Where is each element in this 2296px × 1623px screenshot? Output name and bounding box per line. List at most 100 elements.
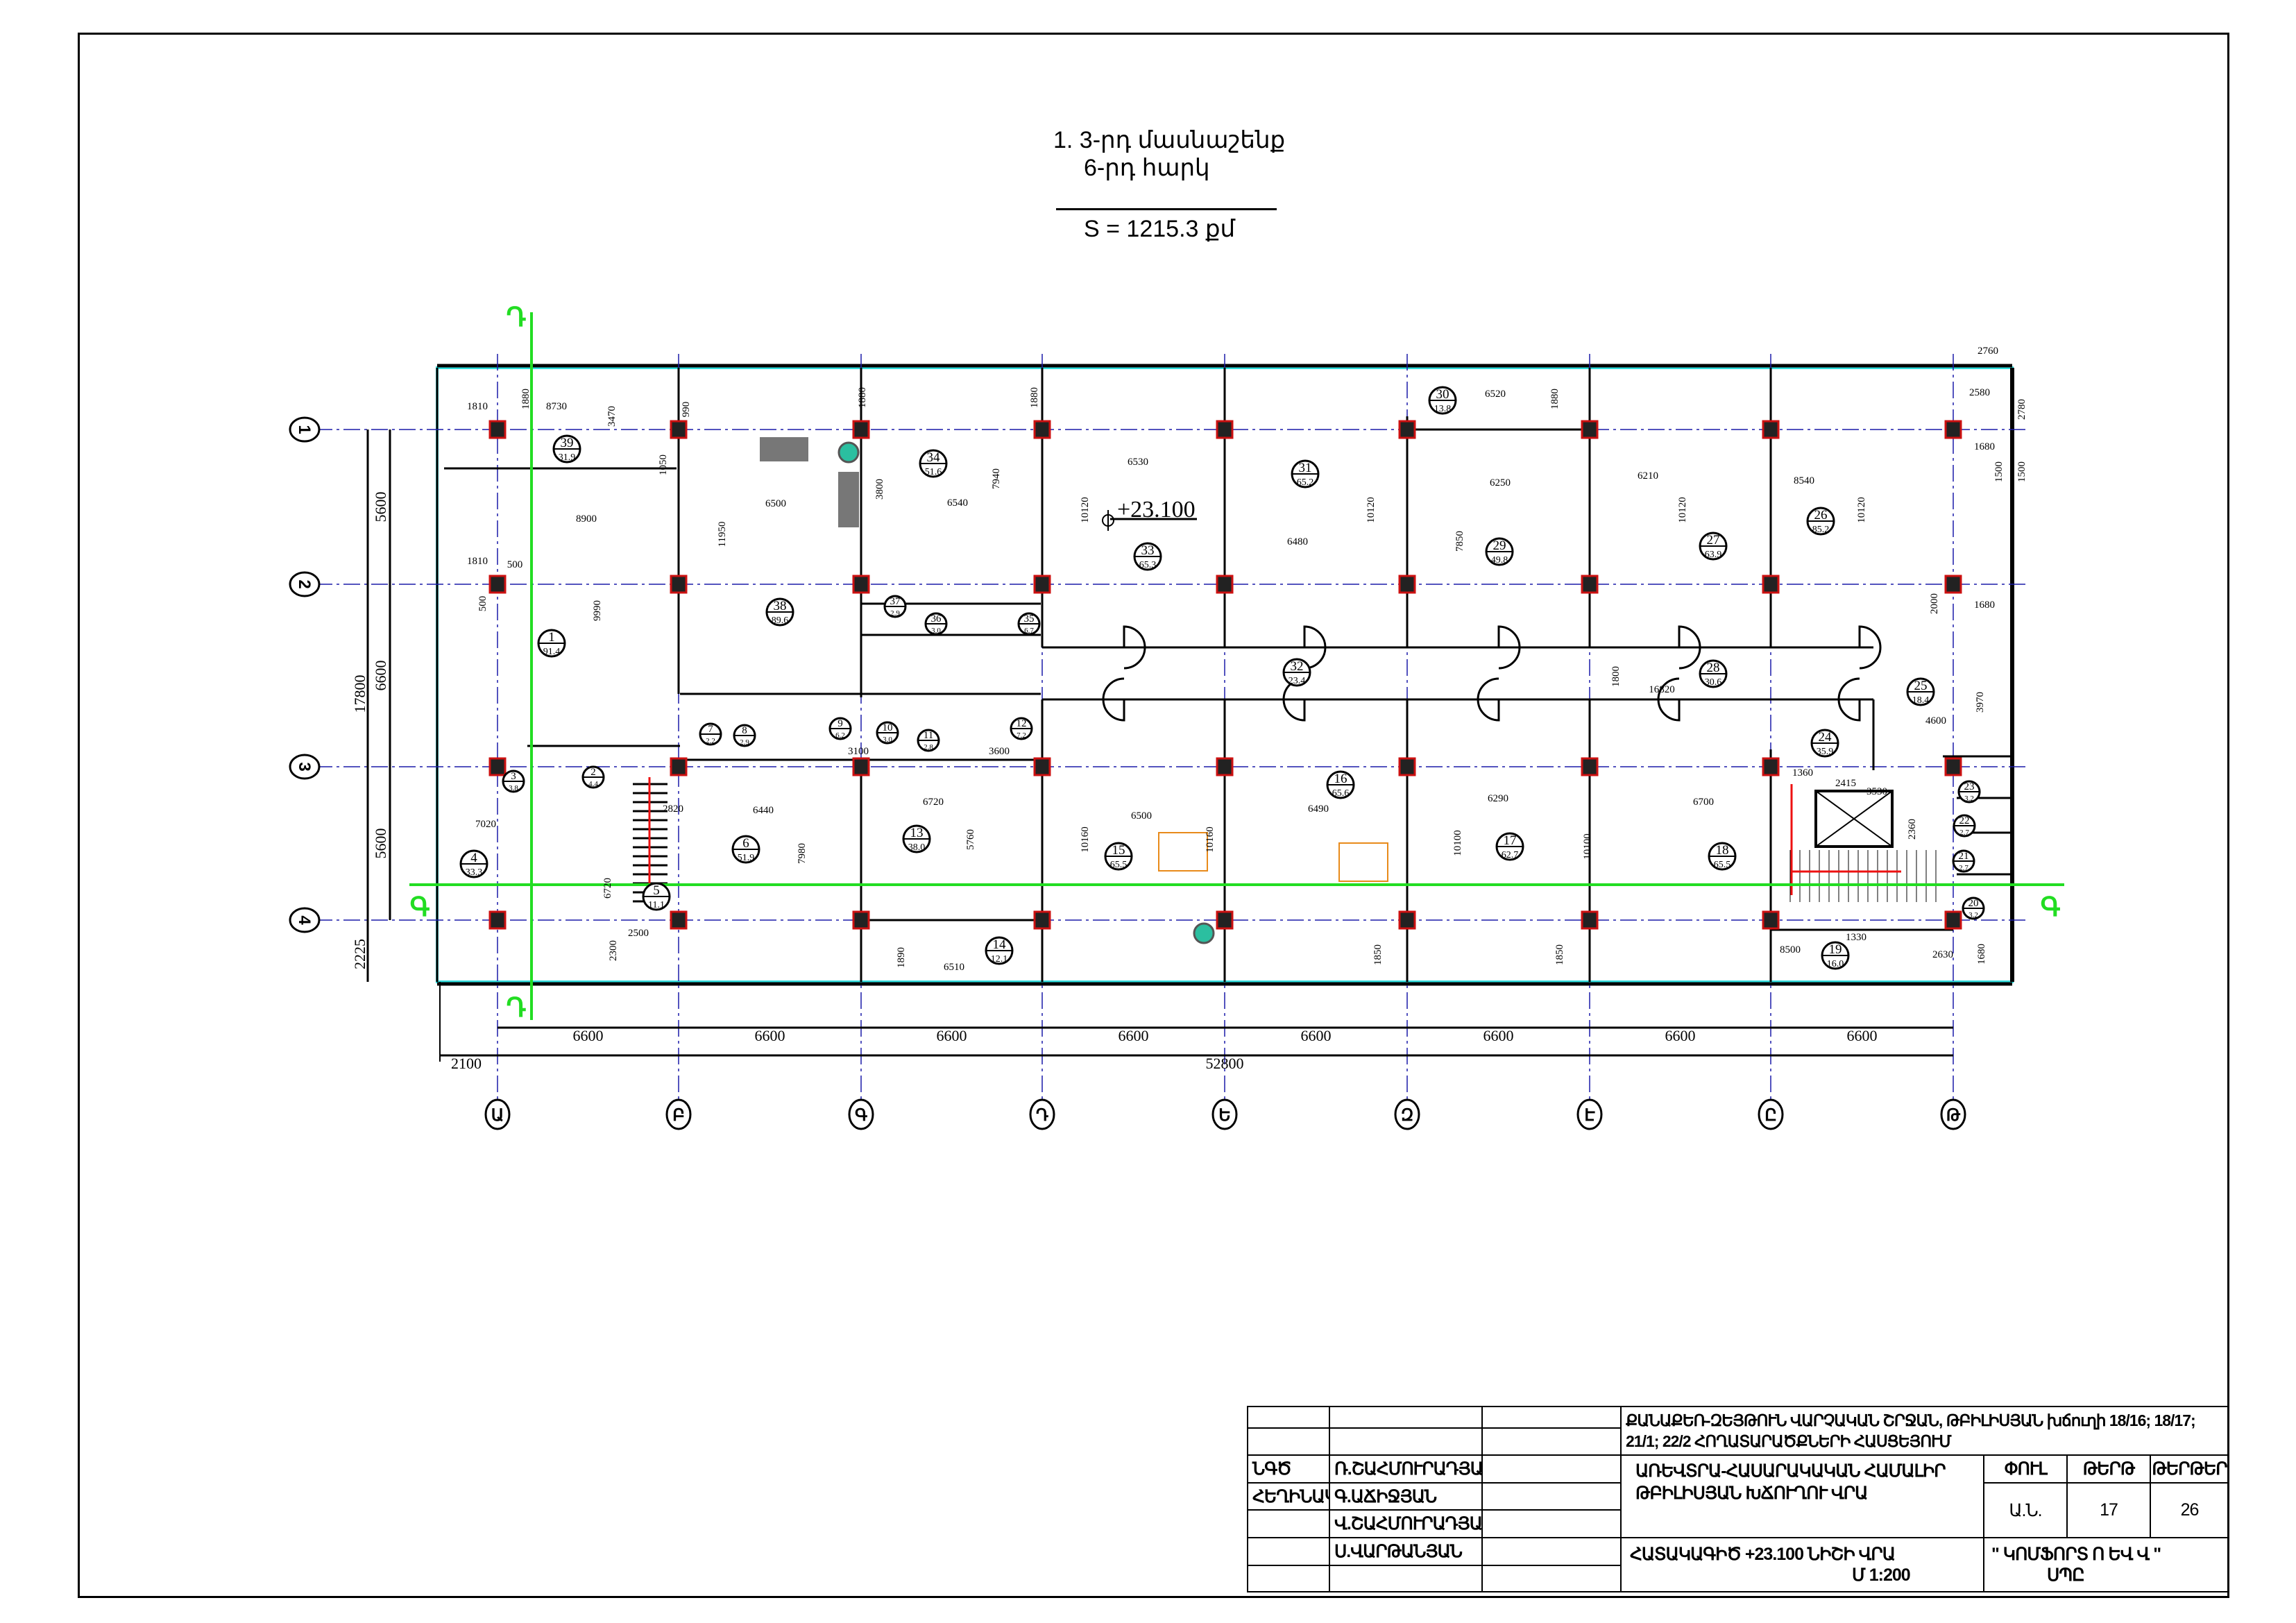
structural-column xyxy=(1216,420,1234,439)
room-area: 33.3 xyxy=(466,867,483,878)
structural-column xyxy=(1581,757,1599,776)
room-area: 13.8 xyxy=(1434,404,1452,414)
structural-column xyxy=(1581,575,1599,594)
axis-label-row: 3 xyxy=(295,762,314,771)
tb-name: Վ.ՇԱՀՄՈՒՐԱԴՅԱՆ xyxy=(1329,1509,1483,1538)
structural-column xyxy=(1762,757,1780,776)
structural-column xyxy=(1033,575,1051,594)
structural-column xyxy=(1216,575,1234,594)
structural-column xyxy=(1581,420,1599,439)
room-number: 18 xyxy=(1716,843,1729,858)
axis-label-column: Ը xyxy=(1764,1106,1777,1125)
plant-icon xyxy=(837,441,860,464)
room-area: 3.2 xyxy=(1964,794,1974,803)
dimension-label: 1360 xyxy=(1792,767,1813,779)
room-area: 62.7 xyxy=(1502,850,1519,860)
dimension-label: 2000 xyxy=(1929,593,1940,614)
axis-label-column: Է xyxy=(1584,1106,1595,1125)
dimension-label: 2630 xyxy=(1932,949,1953,960)
tb-object: ԱՌԵՎՏՐԱ-ՀԱՍԱՐԱԿԱԿԱՆ ՀԱՄԱԼԻՐ ԹԲԻԼԻՍՅԱՆ ԽՃ… xyxy=(1620,1454,1984,1538)
dimension-label: 1680 xyxy=(1974,441,1995,452)
room-number: 3 xyxy=(511,771,516,782)
room-number: 30 xyxy=(1436,387,1449,402)
room-area: 38.0 xyxy=(908,842,926,853)
room-number: 10 xyxy=(883,722,893,733)
room-number: 26 xyxy=(1814,508,1828,522)
room-number: 29 xyxy=(1493,538,1506,553)
door-swing-icon xyxy=(1837,677,1861,722)
axis-label-column: Զ xyxy=(1401,1106,1414,1125)
room-number: 8 xyxy=(742,725,747,736)
dimension-label: 1880 xyxy=(1549,389,1561,409)
dimension-label: 990 xyxy=(681,402,692,418)
room-number: 35 xyxy=(1024,613,1035,624)
dimension-label: 1890 xyxy=(896,947,907,968)
dimension-label: 2100 xyxy=(451,1055,482,1072)
structural-column xyxy=(1216,910,1234,930)
tb-company-name: " ԿՈՄՖՈՐՏ Ո ԵՎ Վ " xyxy=(1991,1545,2161,1564)
dimension-label: 5600 xyxy=(372,492,389,522)
axis-bubble-column xyxy=(1394,1098,1420,1130)
dimension-label: 1810 xyxy=(467,401,488,412)
dimension-label: 2760 xyxy=(1978,346,1998,357)
room-area: 6.7 xyxy=(1024,627,1034,635)
axis-bubble-column xyxy=(484,1098,511,1130)
room-area: 51.9 xyxy=(738,853,755,863)
dimension-label: 8540 xyxy=(1794,475,1814,486)
dimension-label: 2300 xyxy=(608,940,619,961)
room-area: 91.4 xyxy=(543,647,561,657)
room-area: 31.9 xyxy=(559,452,576,463)
room-number: 17 xyxy=(1504,833,1517,848)
door-swing-icon xyxy=(1477,677,1500,722)
dimension-label: 6290 xyxy=(1488,793,1508,804)
tb-empty xyxy=(1247,1427,1330,1456)
dimension-label: 17800 xyxy=(351,675,368,713)
dimension-label: 2820 xyxy=(663,804,683,815)
room-area: 2.7 xyxy=(1959,864,1968,872)
dimension-label: 7940 xyxy=(991,468,1002,489)
dimension-label: 6500 xyxy=(765,498,786,509)
room-area: 85.2 xyxy=(1812,525,1830,535)
dimension-label: 6490 xyxy=(1308,804,1329,815)
dimension-label: 2415 xyxy=(1835,778,1856,789)
structural-column xyxy=(1944,757,1962,776)
room-number: 19 xyxy=(1829,942,1842,957)
tb-empty xyxy=(1247,1565,1330,1592)
title-underline xyxy=(1056,208,1277,210)
dimension-label: 6600 xyxy=(755,1027,785,1044)
structural-column xyxy=(1398,757,1416,776)
door-swing-icon xyxy=(1123,625,1146,670)
room-area: 2.7 xyxy=(1959,829,1969,837)
structural-column xyxy=(1216,757,1234,776)
dimension-label: 3100 xyxy=(848,746,869,757)
dimension-label: 6700 xyxy=(1693,797,1714,808)
dimension-label: 1850 xyxy=(1554,944,1565,965)
tb-role: ՆԳԾ xyxy=(1247,1454,1330,1484)
door-swing-icon xyxy=(1102,677,1125,722)
section-mark-label: Գ xyxy=(2041,893,2061,922)
tb-empty xyxy=(1329,1406,1483,1429)
tb-name: Գ.ԱՃԻՋՅԱՆ xyxy=(1329,1482,1483,1511)
dimension-label: 10120 xyxy=(1080,497,1091,523)
dimension-label: 500 xyxy=(507,559,523,570)
axis-bubble-row xyxy=(289,907,321,933)
room-area: 6.2 xyxy=(835,731,845,740)
dimension-label: 6440 xyxy=(753,805,774,816)
dimension-label: 2780 xyxy=(2016,399,2027,420)
axis-label-column: Դ xyxy=(1036,1106,1048,1125)
dimension-label: 500 xyxy=(477,596,488,612)
room-number: 14 xyxy=(993,937,1007,952)
tb-sheet-label: ԹԵՐԹ xyxy=(2066,1454,2151,1484)
dimension-label: 1880 xyxy=(520,389,532,409)
tb-name: Ս.ՎԱՐԹԱՆՅԱՆ xyxy=(1329,1537,1483,1566)
dimension-label: 6600 xyxy=(1847,1027,1878,1044)
axis-bubble-column xyxy=(848,1098,874,1130)
dimension-label: 1880 xyxy=(857,387,868,408)
room-area: 51.6 xyxy=(925,467,942,477)
room-number: 32 xyxy=(1291,659,1304,674)
dimension-label: 9990 xyxy=(592,600,603,621)
section-mark-label: Դ xyxy=(507,994,527,1023)
dimension-label: 8730 xyxy=(546,401,567,412)
dimension-label: 3600 xyxy=(989,746,1010,757)
tb-project: ՔԱՆԱՔԵՌ-ԶԵՅԹՈՒՆ ՎԱՐՉԱԿԱՆ ՇՐՋԱՆ, ԹԲԻԼԻՍՅԱ… xyxy=(1620,1406,2229,1456)
